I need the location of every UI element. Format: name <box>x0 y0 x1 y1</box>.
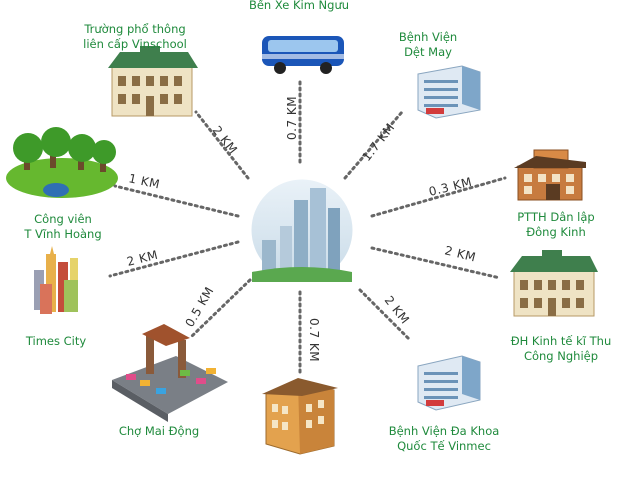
distance-school: 2 KM <box>210 123 241 157</box>
label-vinmec-line-2: Quốc Tế Vinmec <box>397 439 491 453</box>
label-park-line-1: Công viên <box>34 212 92 226</box>
label-market: Chợ Mai Động <box>94 424 224 439</box>
label-times: Times City <box>4 334 108 349</box>
label-bus: Bến Xe Kim Ngưu <box>214 0 384 13</box>
label-park: Công viên T Vĩnh Hoàng <box>2 212 124 242</box>
city-towers-icon <box>34 246 78 314</box>
connector-textile <box>343 110 404 180</box>
label-park-line-2: T Vĩnh Hoàng <box>24 227 102 241</box>
label-school: Trường phổ thông liên cấp Vinschool <box>50 22 220 52</box>
label-school-line-1: Trường phổ thông <box>84 22 186 36</box>
label-bus-line-1: Bến Xe Kim Ngưu <box>248 0 350 12</box>
label-donglinh-line-2: Đông Kinh <box>526 225 586 239</box>
label-school-line-2: liên cấp Vinschool <box>83 37 187 51</box>
label-vinmec-line-1: Bệnh Viện Đa Khoa <box>388 424 500 438</box>
label-textile: Bệnh Viện Dệt May <box>378 30 478 60</box>
distance-times: 2 KM <box>125 248 159 269</box>
connector-vinmec <box>358 288 412 342</box>
label-vinmec: Bệnh Viện Đa Khoa Quốc Tế Vinmec <box>364 424 524 454</box>
label-textile-line-1: Bệnh Viện <box>398 30 458 44</box>
label-times-line-1: Times City <box>25 334 87 348</box>
distance-market: 0.5 KM <box>182 284 216 329</box>
connector-school <box>194 110 250 180</box>
distance-park: 1 KM <box>127 171 161 191</box>
school-house-icon <box>514 149 586 201</box>
hospital-icon <box>417 65 481 119</box>
distance-bus: 0.7 KM <box>285 96 299 140</box>
distance-university: 2 KM <box>443 243 477 264</box>
vinmec-hospital-icon <box>417 355 481 411</box>
office-building-icon <box>262 378 338 455</box>
school-building-icon <box>108 46 198 117</box>
label-textile-line-2: Dệt May <box>404 45 452 59</box>
connectors <box>108 80 507 374</box>
distance-vinmec: 2 KM <box>382 293 413 327</box>
park-trees-icon <box>6 127 118 198</box>
connector-times <box>108 240 240 278</box>
label-donglinh-line-1: PTTH Dân lập <box>517 210 595 224</box>
label-market-line-1: Chợ Mai Động <box>118 424 200 438</box>
connector-donglinh <box>370 176 507 218</box>
distance-textile: 1.7 KM <box>359 120 397 163</box>
label-university-line-1: ĐH Kinh tế kĩ Thu <box>510 334 612 348</box>
connector-market <box>190 278 252 338</box>
apartment-towers-icon <box>248 176 356 284</box>
label-donglinh: PTTH Dân lập Đông Kinh <box>486 210 626 240</box>
connector-park <box>113 184 240 218</box>
connector-university <box>370 246 502 280</box>
label-university-line-2: Công Nghiệp <box>523 349 599 363</box>
university-building-icon <box>510 250 598 317</box>
market-icon <box>112 324 228 422</box>
bus-icon <box>262 36 344 74</box>
label-university: ĐH Kinh tế kĩ Thu Công Nghiệp <box>486 334 636 364</box>
distance-bottom: 0.7 KM <box>307 318 321 362</box>
distance-donglinh: 0.3 KM <box>427 175 473 199</box>
